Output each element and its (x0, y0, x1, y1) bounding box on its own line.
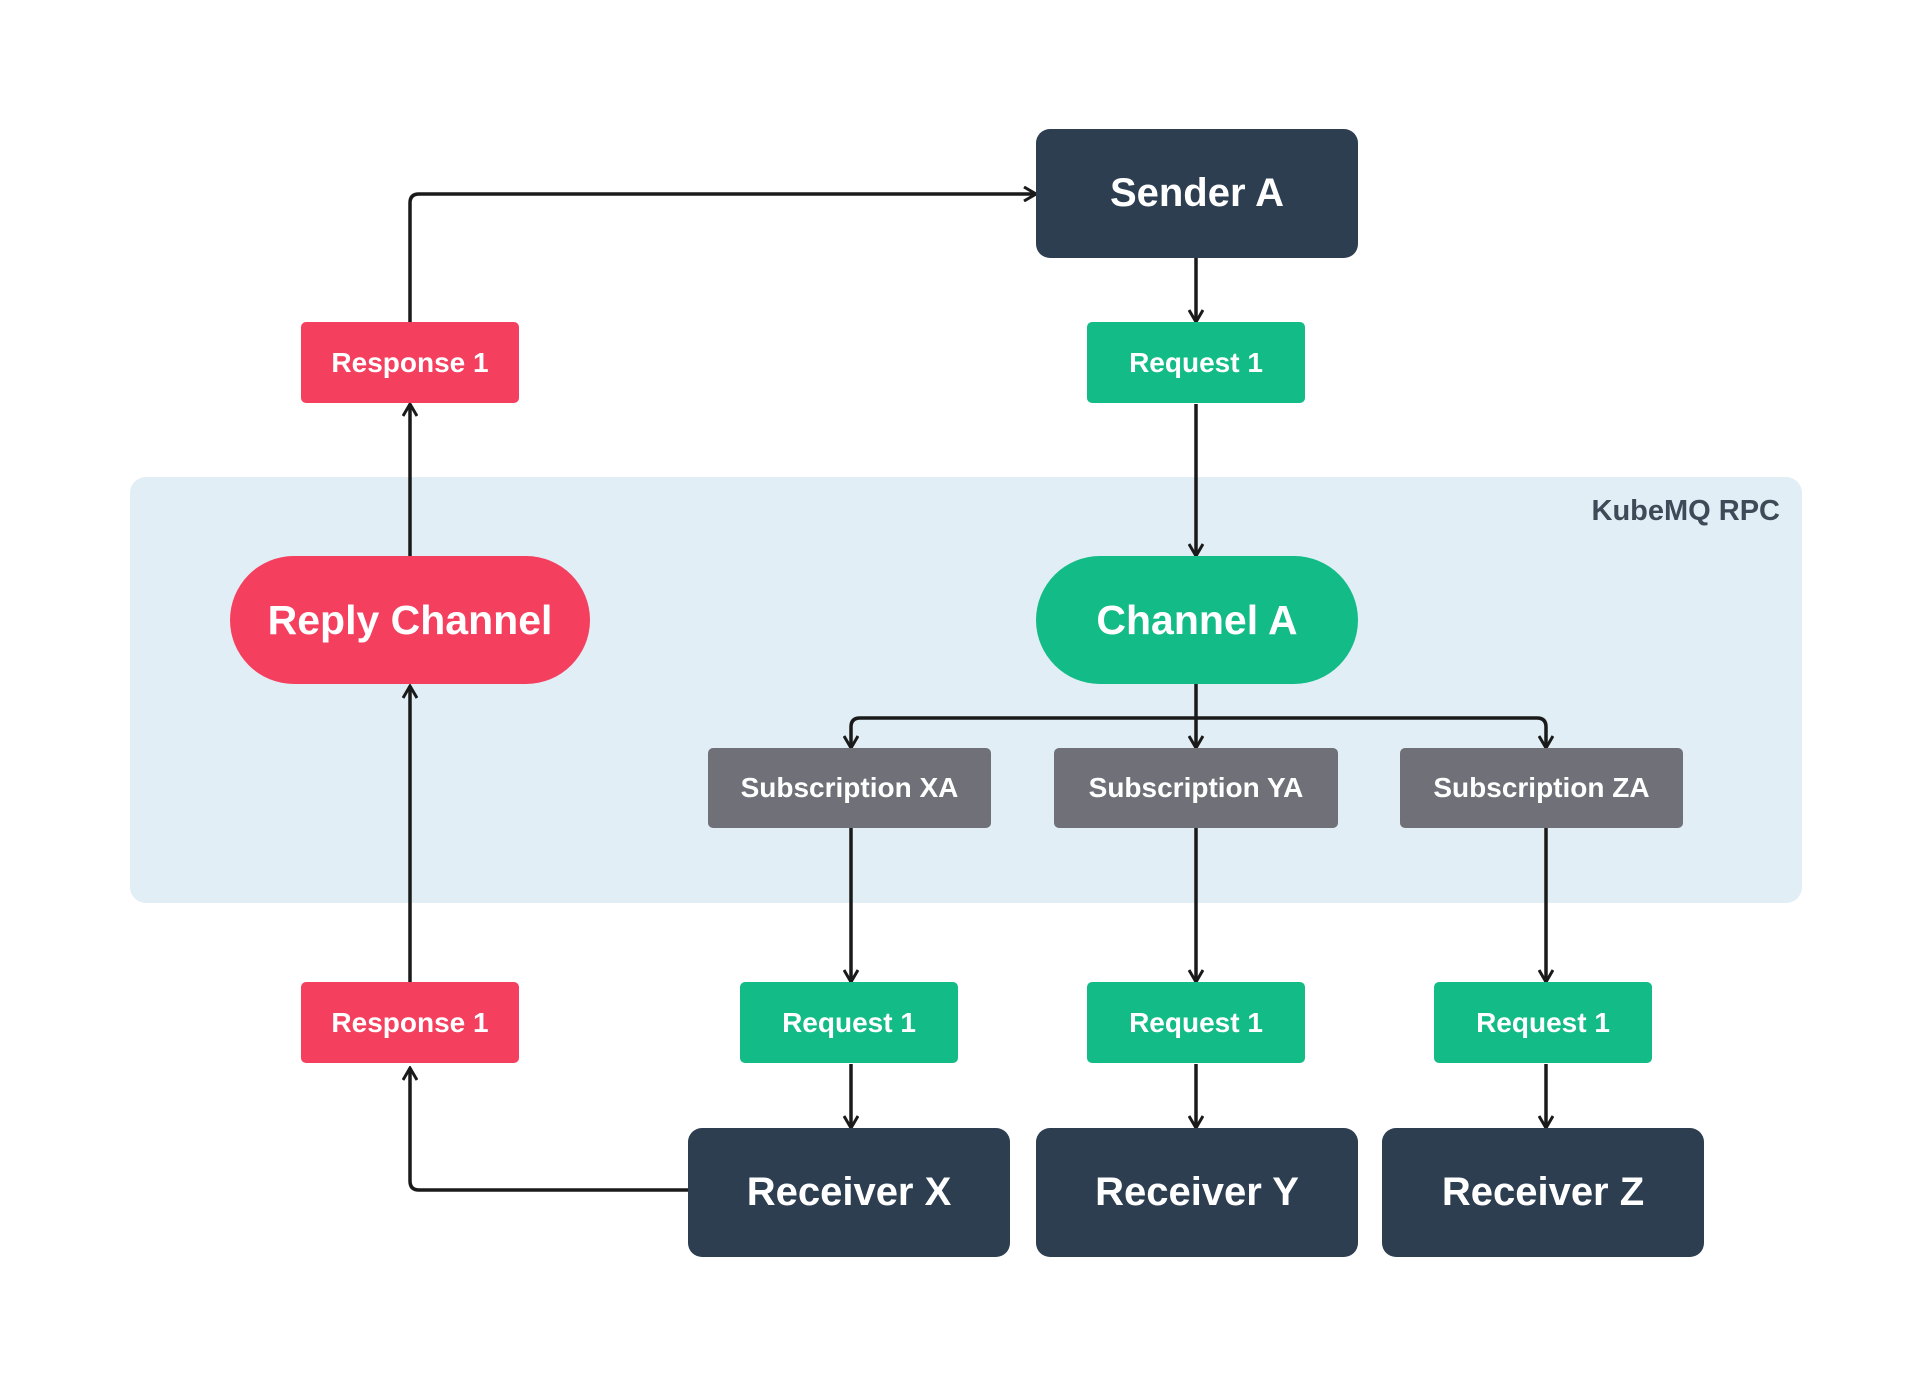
arrow-response-to-sender (408, 194, 1036, 322)
reply-channel-label: Reply Channel (267, 596, 553, 643)
receiver-x-label: Receiver X (746, 1170, 952, 1214)
arrow-channel-to-sub-za (1196, 716, 1546, 748)
subscription-xa-node: Subscription XA (708, 748, 991, 828)
channel-a-label: Channel A (1096, 596, 1298, 643)
receiver-z-label: Receiver Z (1441, 1170, 1645, 1214)
response-bottom-node: Response 1 (301, 982, 519, 1063)
request-y-node: Request 1 (1087, 982, 1305, 1063)
receiver-y-label: Receiver Y (1095, 1170, 1299, 1214)
receiver-y-node: Receiver Y (1036, 1128, 1358, 1257)
receiver-z-node: Receiver Z (1382, 1128, 1704, 1257)
request-z-label: Request 1 (1476, 1006, 1610, 1038)
channel-a-node: Channel A (1036, 556, 1358, 684)
subscription-za-node: Subscription ZA (1400, 748, 1683, 828)
request-z-node: Request 1 (1434, 982, 1652, 1063)
response-top-node: Response 1 (301, 322, 519, 403)
reply-channel-node: Reply Channel (230, 556, 590, 684)
arrow-channel-to-sub-xa (851, 684, 1198, 748)
subscription-xa-label: Subscription XA (740, 772, 959, 803)
region-label: KubeMQ RPC (1591, 495, 1781, 527)
subscription-za-label: Subscription ZA (1433, 772, 1650, 803)
subscription-ya-node: Subscription YA (1054, 748, 1338, 828)
request-x-node: Request 1 (740, 982, 958, 1063)
response-top-label: Response 1 (331, 346, 489, 378)
request-top-node: Request 1 (1087, 322, 1305, 403)
receiver-x-node: Receiver X (688, 1128, 1010, 1257)
request-x-label: Request 1 (782, 1006, 916, 1038)
request-top-label: Request 1 (1129, 346, 1263, 378)
request-y-label: Request 1 (1129, 1006, 1263, 1038)
sender-a-label: Sender A (1109, 171, 1285, 215)
response-bottom-label: Response 1 (331, 1006, 489, 1038)
arrow-receiver-x-to-response (410, 1068, 688, 1192)
subscription-ya-label: Subscription YA (1088, 772, 1304, 803)
sender-a-node: Sender A (1036, 129, 1358, 258)
